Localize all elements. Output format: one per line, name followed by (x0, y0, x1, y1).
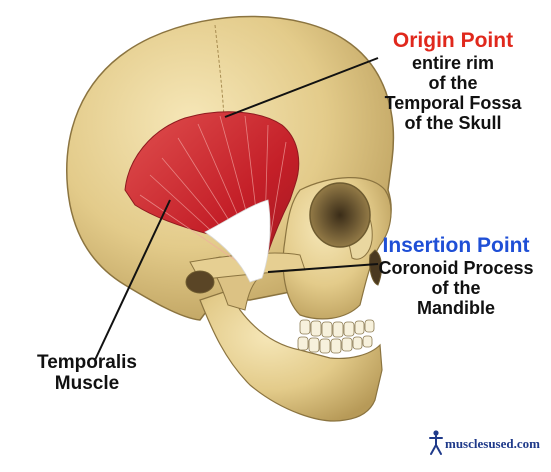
muscle-label: Temporalis Muscle (22, 352, 152, 395)
site-logo[interactable]: musclesused.com (428, 428, 546, 458)
insertion-label: Insertion Point Coronoid Process of the … (368, 234, 544, 318)
origin-line-3: Temporal Fossa (368, 93, 538, 113)
insertion-line-3: Mandible (368, 298, 544, 318)
origin-line-1: entire rim (368, 53, 538, 73)
insertion-title: Insertion Point (368, 234, 544, 258)
muscle-line-2: Muscle (22, 373, 152, 394)
human-figure-icon (428, 430, 444, 456)
origin-label: Origin Point entire rim of the Temporal … (368, 29, 538, 133)
insertion-line-1: Coronoid Process (368, 258, 544, 278)
upper-teeth (300, 320, 374, 337)
eye-orbit (310, 183, 370, 247)
origin-title: Origin Point (368, 29, 538, 53)
insertion-line-2: of the (368, 278, 544, 298)
logo-text: musclesused.com (445, 436, 540, 452)
origin-line-4: of the Skull (368, 113, 538, 133)
origin-line-2: of the (368, 73, 538, 93)
lower-teeth (298, 336, 372, 353)
ear-canal (186, 271, 214, 293)
muscle-line-1: Temporalis (22, 352, 152, 373)
